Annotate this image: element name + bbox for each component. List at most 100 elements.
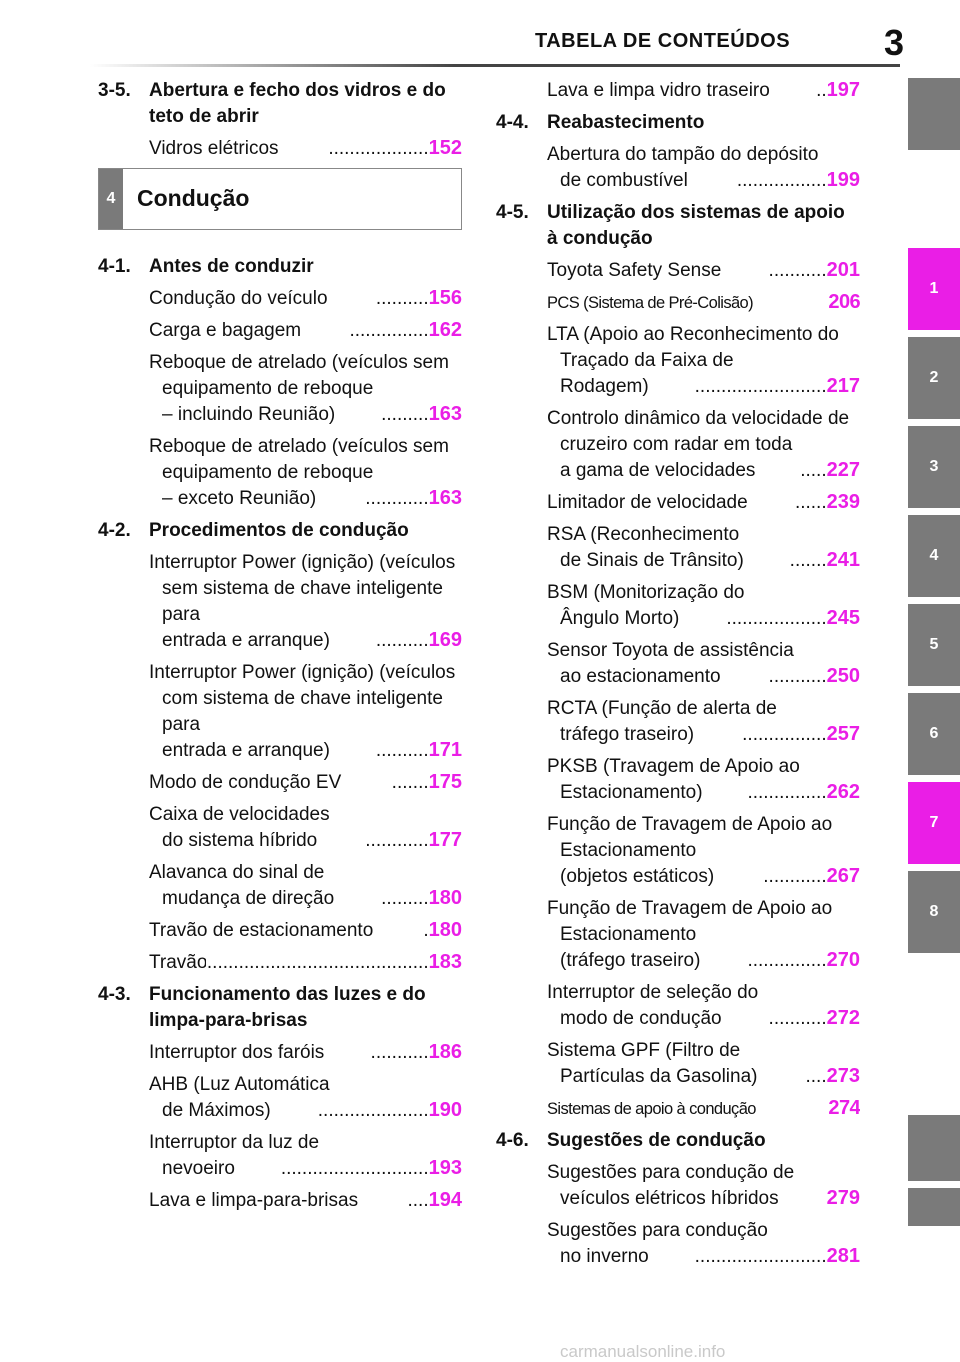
entry-page-number[interactable]: 262 [826,781,860,803]
entry-page-number[interactable]: 186 [428,1041,462,1063]
toc-entry[interactable]: Interruptor Power (ignição) (veículos se… [149,550,462,654]
toc-entry[interactable]: Reboque de atrelado (veículos sem equipa… [149,434,462,512]
entry-page-number[interactable]: 194 [428,1189,462,1211]
toc-entry[interactable]: Toyota Safety Sense ...........201 [547,258,860,284]
toc-entry[interactable]: Função de Travagem de Apoio ao Estaciona… [547,812,860,890]
chapter-heading-box: 4 Condução [98,168,462,230]
entry-leader-dots: ........................................… [206,952,429,973]
entry-page-number[interactable]: 227 [826,459,860,481]
entry-page-number[interactable]: 180 [428,887,462,909]
chapter-tab-blank-bottom-1[interactable] [908,1115,960,1181]
entry-page-number[interactable]: 180 [428,919,462,941]
chapter-tab-6[interactable]: 6 [908,693,960,775]
entry-page-number[interactable]: 270 [826,949,860,971]
entry-page-number[interactable]: 274 [828,1097,860,1119]
entry-page-number[interactable]: 272 [826,1007,860,1029]
toc-entry[interactable]: Travão de estacionamento .180 [149,918,462,944]
chapter-tab-blank-bottom-2[interactable] [908,1188,960,1226]
entry-leader-dots: ............................ [280,1158,429,1179]
page-number: 3 [884,22,905,63]
chapter-tab-5[interactable]: 5 [908,604,960,686]
chapter-tab-7[interactable]: 7 [908,782,960,864]
entry-page-number[interactable]: 281 [826,1245,860,1267]
entry-page-number[interactable]: 175 [428,771,462,793]
entry-page-number[interactable]: 201 [826,259,860,281]
chapter-tab-3[interactable]: 3 [908,426,960,508]
entry-page-number[interactable]: 183 [428,951,462,973]
entry-text: Alavanca do sinal de [149,862,325,883]
toc-entry[interactable]: Limitador de velocidade ......239 [547,490,860,516]
entry-page-number[interactable]: 250 [826,665,860,687]
toc-entry[interactable]: PCS (Sistema de Pré-Colisão) 206 [547,290,860,316]
entry-text: Limitador de velocidade [547,492,748,513]
entry-text-last-line: do sistema híbrido [162,830,318,851]
entry-leader-dots: ............... [747,950,827,971]
toc-entry[interactable]: Modo de condução EV .......175 [149,770,462,796]
entry-text: Interruptor Power (ignição) (veículos co… [149,662,456,735]
toc-entry[interactable]: LTA (Apoio ao Reconhecimento do Traçado … [547,322,860,400]
entry-page-number[interactable]: 279 [826,1187,860,1209]
entry-page-number[interactable]: 177 [428,829,462,851]
entry-page-number[interactable]: 217 [826,375,860,397]
entry-leader-dots: ...... [794,492,827,513]
toc-entry[interactable]: Vidros elétricos ...................152 [149,136,462,162]
chapter-tab-1[interactable]: 1 [908,248,960,330]
entry-leader-dots: .... [805,1066,827,1087]
toc-entry[interactable]: Função de Travagem de Apoio ao Estaciona… [547,896,860,974]
entry-page-number[interactable]: 162 [428,319,462,341]
entry-text-last-line: (tráfego traseiro) [560,950,701,971]
toc-entry[interactable]: Lava e limpa-para-brisas ....194 [149,1188,462,1214]
entry-page-number[interactable]: 273 [826,1065,860,1087]
entry-page-number[interactable]: 163 [428,487,462,509]
entry-page-number[interactable]: 197 [826,79,860,101]
toc-entry[interactable]: Condução do veículo ..........156 [149,286,462,312]
entry-text-last-line: a gama de velocidades [560,460,756,481]
header-rule [90,64,900,67]
entry-page-number[interactable]: 199 [826,169,860,191]
entry-page-number[interactable]: 206 [828,291,860,313]
section-heading: 4-6. Sugestões de condução [496,1128,860,1154]
chapter-tab-4[interactable]: 4 [908,515,960,597]
entry-page-number[interactable]: 152 [428,137,462,159]
entry-page-number[interactable]: 171 [428,739,462,761]
entry-text: RCTA (Função de alerta de [547,698,777,719]
entry-text-last-line: veículos elétricos híbridos [560,1188,779,1209]
entry-page-number[interactable]: 267 [826,865,860,887]
entry-page-number[interactable]: 163 [428,403,462,425]
entry-page-number[interactable]: 169 [428,629,462,651]
entry-page-number[interactable]: 190 [428,1099,462,1121]
chapter-tab-blank-top[interactable] [908,78,960,150]
toc-entry[interactable]: Interruptor Power (ignição) (veículos co… [149,660,462,764]
toc-entry[interactable]: Controlo dinâmico da velocidade de cruze… [547,406,860,484]
toc-entry[interactable]: Sistemas de apoio à condução 274 [547,1096,860,1122]
entry-page-number[interactable]: 245 [826,607,860,629]
entry-page-number[interactable]: 193 [428,1157,462,1179]
toc-entry[interactable]: Reboque de atrelado (veículos sem equipa… [149,350,462,428]
toc-entry[interactable]: Carga e bagagem ...............162 [149,318,462,344]
entry-page-number[interactable]: 156 [428,287,462,309]
toc-entry[interactable]: Lava e limpa vidro traseiro ..197 [547,78,860,104]
entry-text: Interruptor dos faróis [149,1042,325,1063]
entry-page-number[interactable]: 257 [826,723,860,745]
entry-page-number[interactable]: 241 [826,549,860,571]
toc-entry[interactable]: Travão estacionário temporário .........… [149,950,462,976]
toc-entry[interactable]: Interruptor dos faróis ...........186 [149,1040,462,1066]
chapter-tab-2[interactable]: 2 [908,337,960,419]
entry-page-number[interactable]: 239 [826,491,860,513]
entry-leader-dots: ............ [365,488,429,509]
chapter-tab-8[interactable]: 8 [908,871,960,953]
